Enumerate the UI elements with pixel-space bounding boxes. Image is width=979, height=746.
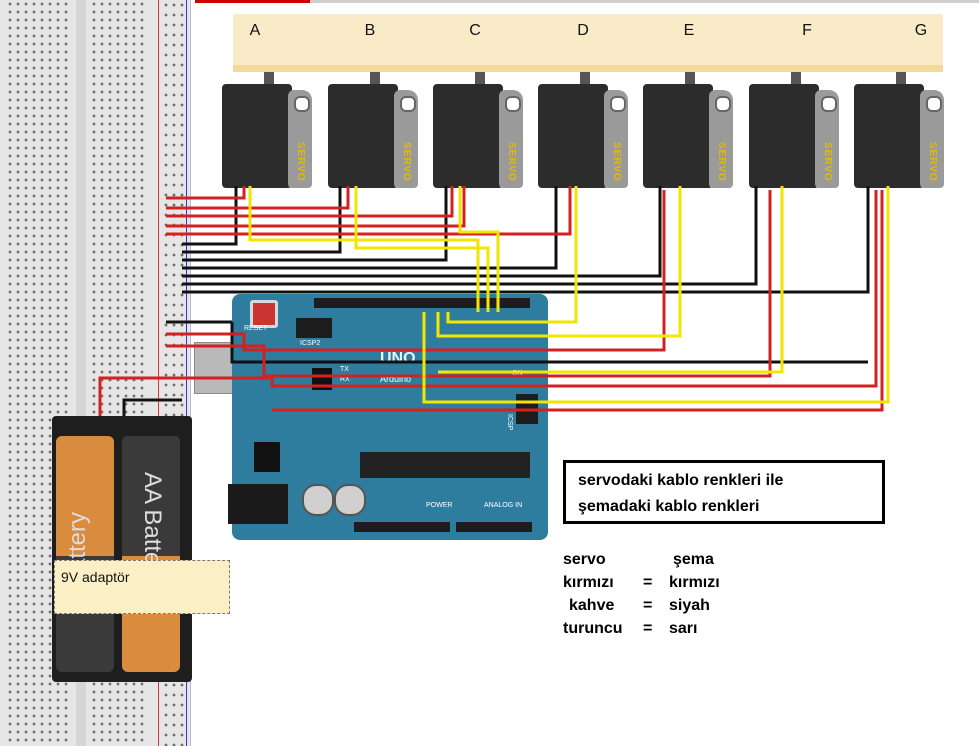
servo-label-f: F	[802, 22, 812, 39]
servo-label-rail	[233, 14, 943, 72]
servo-label-b: B	[364, 22, 376, 39]
top-divider	[195, 0, 979, 3]
servo-label-e: E	[683, 22, 695, 39]
servo-a: SERVO	[222, 72, 314, 194]
battery-cell-right	[122, 436, 180, 672]
legend-line-2: şemadaki kablo renkleri	[578, 498, 760, 515]
reset-label: RESET	[244, 325, 268, 332]
mapping-row-brown: kahve = siyah	[563, 594, 763, 617]
icsp-label: ICSP	[506, 414, 513, 431]
capacitor-2	[334, 484, 366, 516]
breadboard-rail-red	[158, 0, 159, 746]
mapping-left: kırmızı	[563, 574, 614, 591]
legend-line-1: servodaki kablo renkleri ile	[578, 472, 784, 489]
icsp2-label: ICSP2	[300, 340, 321, 347]
servo-label-a: A	[249, 22, 261, 39]
red-wires	[98, 186, 884, 416]
battery-pack: Battery AA Battery	[52, 416, 192, 682]
mapping-eq: =	[643, 574, 653, 591]
servo-text: SERVO	[506, 142, 517, 182]
mapping-right: siyah	[669, 597, 710, 614]
servo-g: SERVO	[854, 72, 946, 194]
mapping-row-red: kırmızı = kırmızı	[563, 571, 763, 594]
mapping-right: kırmızı	[669, 574, 720, 591]
servo-label-g: G	[914, 22, 928, 39]
icsp2-header	[296, 318, 332, 338]
servo-text: SERVO	[927, 142, 938, 182]
breadboard-rail-blue	[186, 0, 187, 746]
power-header	[354, 522, 450, 532]
dc-power-jack	[228, 484, 288, 524]
legend-box: servodaki kablo renkleri ile şemadaki ka…	[563, 460, 885, 524]
servo-e: SERVO	[643, 72, 735, 194]
tx-label: TX	[340, 366, 349, 373]
breadboard-center-gap	[76, 0, 86, 746]
servo-text: SERVO	[716, 142, 727, 182]
servo-c: SERVO	[433, 72, 525, 194]
mapping-left: turuncu	[563, 620, 623, 637]
mapping-header: servo şema	[563, 548, 763, 571]
mapping-right: sarı	[669, 620, 698, 637]
mapping-header-servo: servo	[563, 551, 606, 568]
servo-text: SERVO	[822, 142, 833, 182]
power-label: POWER	[426, 502, 453, 509]
rx-label: RX	[340, 376, 350, 383]
digital-header	[314, 298, 530, 308]
battery-cell-left	[56, 436, 114, 672]
mapping-header-sema: şema	[673, 551, 714, 568]
servo-f: SERVO	[749, 72, 841, 194]
servo-d: SERVO	[538, 72, 630, 194]
atmega-chip	[360, 452, 530, 478]
regulator-chip	[254, 442, 280, 472]
servo-label-d: D	[577, 22, 589, 39]
analog-label: ANALOG IN	[484, 502, 523, 509]
capacitor-1	[302, 484, 334, 516]
servo-text: SERVO	[295, 142, 306, 182]
mapping-row-orange: turuncu = sarı	[563, 617, 763, 640]
adapter-note: 9V adaptör	[54, 560, 230, 614]
reset-button	[250, 300, 278, 328]
mapping-left: kahve	[569, 597, 615, 614]
servo-text: SERVO	[611, 142, 622, 182]
yellow-wires	[248, 186, 890, 404]
servo-text: SERVO	[401, 142, 412, 182]
servo-label-c: C	[469, 22, 481, 39]
servo-b: SERVO	[328, 72, 420, 194]
arduino-text: Arduino	[380, 374, 412, 384]
mapping-eq: =	[643, 597, 653, 614]
black-wires	[122, 186, 870, 416]
mapping-eq: =	[643, 620, 653, 637]
analog-header	[456, 522, 532, 532]
wire-color-mapping: servo şema kırmızı = kırmızı kahve = siy…	[563, 548, 763, 640]
